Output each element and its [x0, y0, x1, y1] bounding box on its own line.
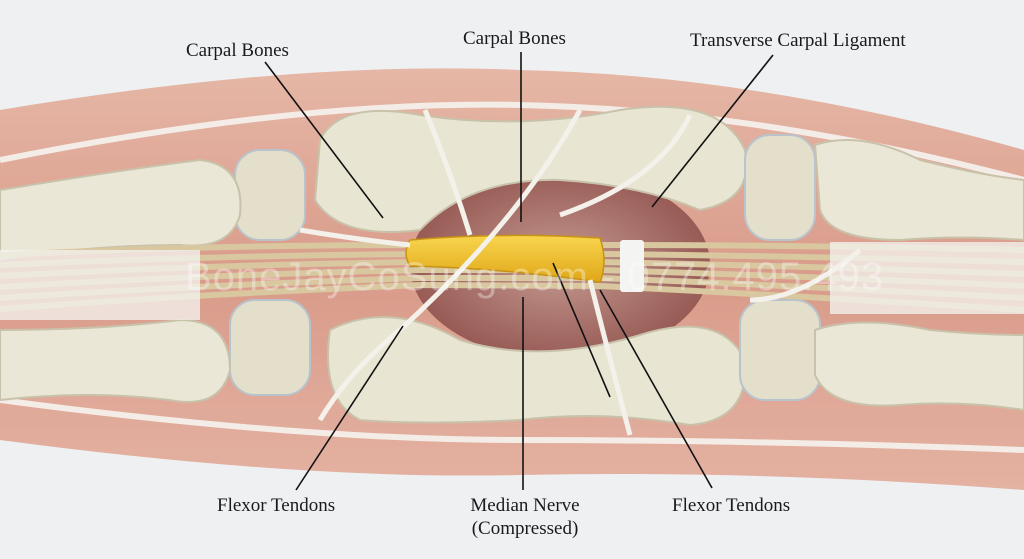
median-nerve-note: (Compressed) — [471, 518, 579, 539]
label-flexor-tendons-right: Flexor Tendons — [672, 495, 791, 516]
ligament-strands — [299, 108, 862, 436]
label-carpal-bones-left: Carpal Bones — [186, 40, 289, 61]
leader-lines — [264, 52, 774, 491]
long-bones — [0, 139, 1024, 412]
median-nerve — [405, 234, 605, 283]
label-flexor-tendons-left: Flexor Tendons — [217, 495, 336, 516]
carpal-bone-bottom — [327, 316, 747, 427]
small-carpal-bones — [229, 134, 821, 401]
watermark: BoneJayCoSung.com - 0774.495.493 — [185, 255, 885, 299]
median-nerve-title: Median Nerve — [470, 495, 580, 516]
label-carpal-bones-center: Carpal Bones — [463, 28, 566, 49]
fascia-bottom — [0, 397, 1024, 453]
label-median-nerve: Median Nerve (Compressed) — [458, 494, 592, 540]
tendon-sheaths — [0, 240, 1024, 320]
label-transverse-carpal-ligament: Transverse Carpal Ligament — [690, 30, 906, 51]
carpal-bone-top — [313, 105, 748, 233]
